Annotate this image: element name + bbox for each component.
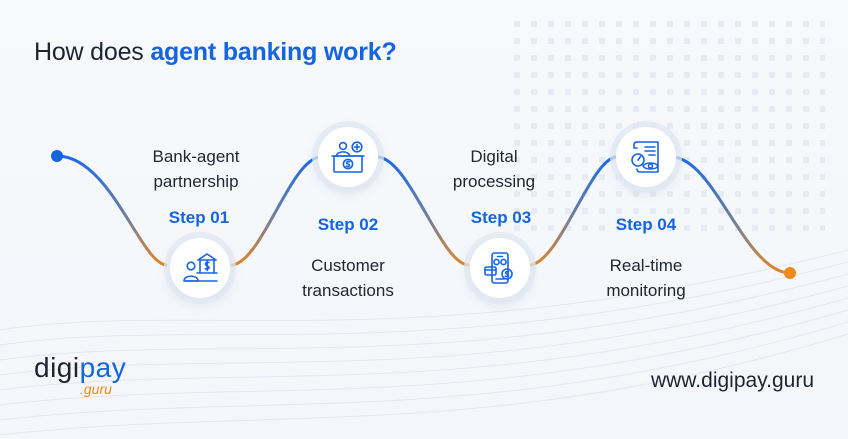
cashier-counter-icon xyxy=(331,141,365,173)
brand-name-pay: pay xyxy=(79,352,127,383)
website-url: www.digipay.guru xyxy=(650,369,814,392)
brand-name-digi: digi xyxy=(34,352,80,383)
brand-logo: digipay .guru xyxy=(34,353,126,398)
step-3-caption-line-2: processing xyxy=(452,172,536,191)
step-1-caption-line-2: partnership xyxy=(153,172,239,191)
monitoring-report-icon xyxy=(631,141,659,173)
step-2-caption: Customer transactions xyxy=(283,253,413,303)
step-4-caption: Real-time monitoring xyxy=(586,253,706,303)
step-3-caption-line-1: Digital xyxy=(470,147,518,166)
brand-suffix: .guru xyxy=(80,381,112,397)
step-2-caption-line-2: transactions xyxy=(302,281,394,300)
step-2-label: Step 02 xyxy=(317,215,379,234)
step-4-caption-line-2: monitoring xyxy=(606,281,686,300)
step-2-icon-circle xyxy=(318,127,378,187)
mobile-payment-icon xyxy=(484,252,513,284)
step-4-label: Step 04 xyxy=(615,215,677,234)
step-1-caption: Bank-agent partnership xyxy=(136,144,256,194)
step-1-caption-line-1: Bank-agent xyxy=(152,147,240,166)
wave-segment-4 xyxy=(528,155,618,267)
wave-segment-2 xyxy=(230,155,322,267)
start-dot xyxy=(51,150,63,162)
step-4-icon-circle xyxy=(616,127,676,187)
step-3-label: Step 03 xyxy=(470,208,532,227)
wave-segment-1 xyxy=(55,154,168,267)
dot-grid-pattern xyxy=(505,14,825,234)
page-title: How does agent banking work? xyxy=(34,38,397,67)
step-2-caption-line-1: Customer xyxy=(311,256,385,275)
step-4-caption-line-1: Real-time xyxy=(609,256,683,275)
step-3-icon-circle xyxy=(470,238,530,298)
wave-segment-5 xyxy=(671,155,792,275)
end-dot xyxy=(784,267,796,279)
step-1-label: Step 01 xyxy=(168,208,230,227)
step-3-caption: Digital processing xyxy=(434,144,554,194)
wave-segment-3 xyxy=(376,155,470,267)
flow-wave-path xyxy=(55,154,792,275)
step-1-icon-circle xyxy=(170,238,230,298)
title-prefix: How does xyxy=(34,38,151,66)
title-highlight: agent banking work? xyxy=(150,38,397,66)
bank-agent-icon xyxy=(183,253,218,282)
background-wave-lines xyxy=(0,249,848,436)
brand-wordmark: digipay xyxy=(34,353,126,383)
